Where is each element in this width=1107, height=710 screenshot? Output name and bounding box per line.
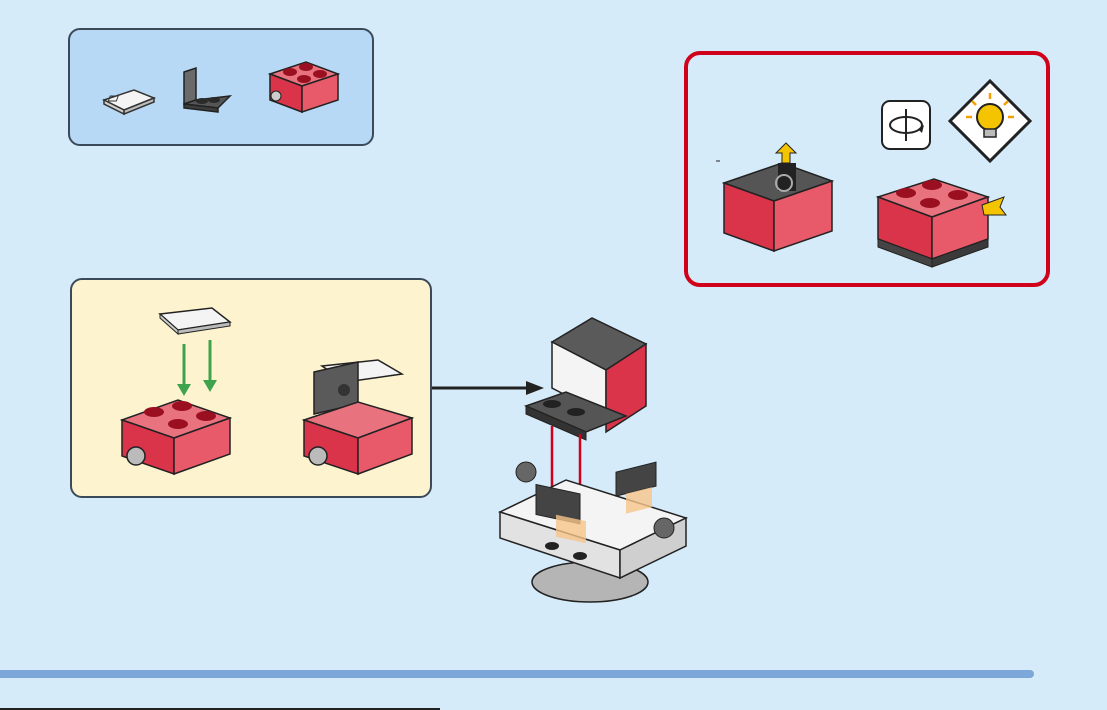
tip-callout-panel (684, 51, 1050, 287)
rotate-icon (880, 99, 932, 151)
brick-underside-illustration (718, 143, 840, 263)
brick-top-illustration (872, 163, 1004, 273)
main-model-illustration (496, 316, 692, 606)
dark-gray-bracket-icon (178, 66, 238, 116)
sub-step-attach-bracket (298, 360, 418, 480)
trans-red-light-brick-icon (262, 52, 344, 118)
parts-list-panel (68, 28, 374, 146)
sub-step-attach-tile (112, 300, 242, 480)
lightbulb-icon (948, 79, 1032, 163)
sub-assembly-panel (70, 278, 432, 498)
page-progress-bar (0, 670, 1034, 678)
white-tile-1x2-icon (100, 80, 160, 120)
